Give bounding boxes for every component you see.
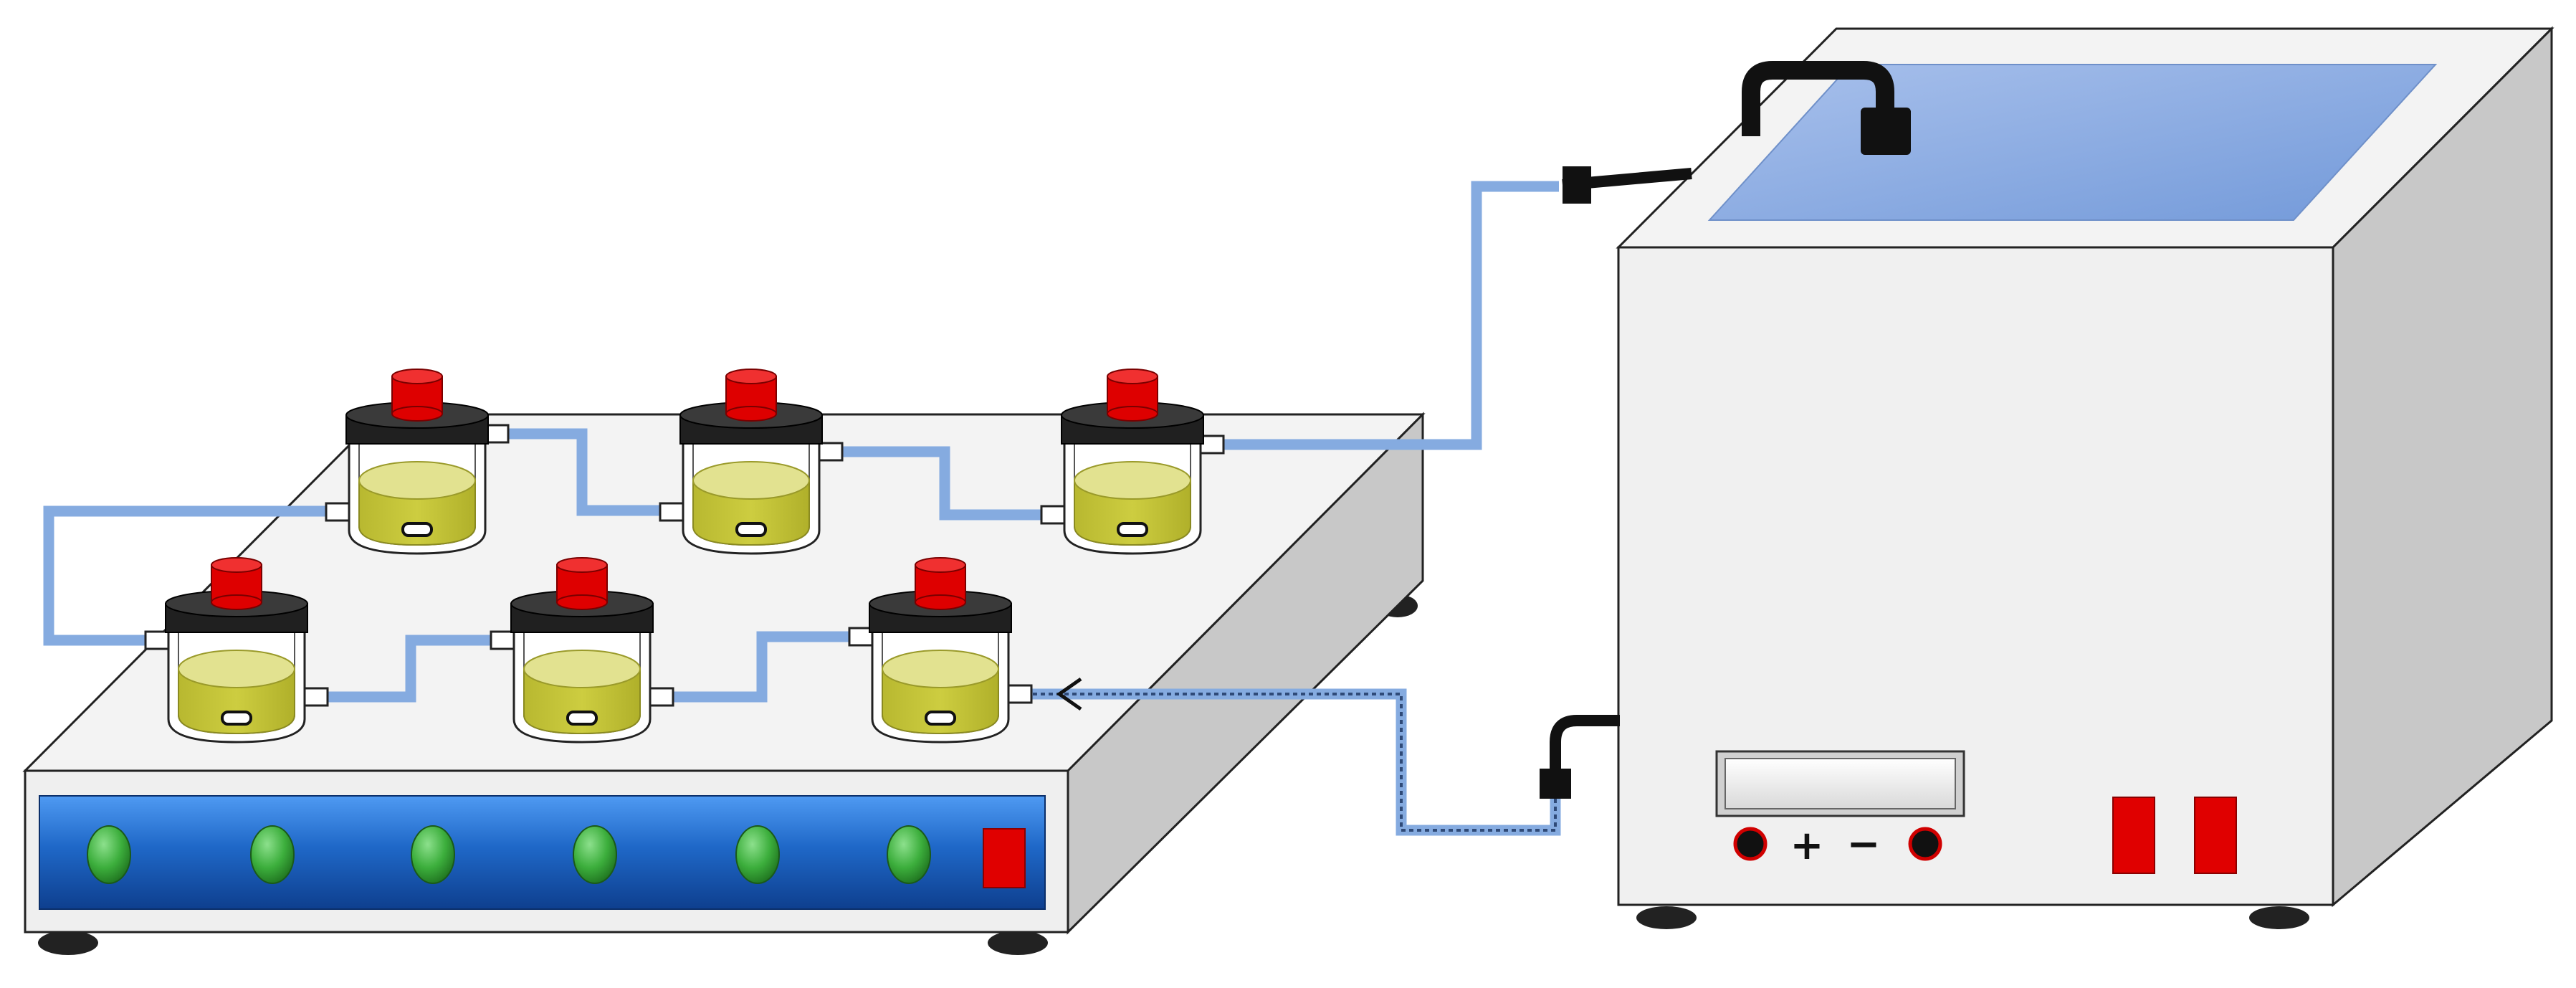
temp-up-button[interactable] bbox=[1908, 827, 1942, 861]
liquid-surface bbox=[692, 461, 810, 500]
vessel-1 bbox=[325, 369, 510, 555]
vessel-port-right bbox=[1006, 684, 1033, 704]
stir-knob-2[interactable] bbox=[250, 825, 295, 884]
liquid-surface bbox=[523, 650, 641, 688]
vessel-port-right bbox=[816, 442, 844, 462]
reaction-vessels bbox=[144, 369, 1225, 744]
vessel-port-right bbox=[647, 687, 674, 707]
flow-arrow-icon bbox=[1056, 677, 1082, 711]
bath-immersion-hook bbox=[1742, 61, 1911, 155]
stirrer-power-switch[interactable] bbox=[983, 828, 1026, 888]
vessel-port-left bbox=[325, 502, 352, 522]
tube-loop-left bbox=[43, 505, 339, 646]
stir-bar bbox=[735, 522, 767, 537]
tube-front-1-2 bbox=[321, 635, 504, 703]
minus-label: − bbox=[1847, 821, 1881, 868]
stir-bar bbox=[401, 522, 433, 537]
tube-back-1-2 bbox=[502, 428, 663, 516]
tube-return-from-bath bbox=[1025, 677, 1561, 836]
vessel-port-left bbox=[490, 630, 517, 650]
liquid-surface bbox=[178, 650, 295, 688]
vessel-2 bbox=[659, 369, 844, 555]
temp-down-button[interactable] bbox=[1733, 827, 1768, 861]
stir-knob-4[interactable] bbox=[573, 825, 617, 884]
vessel-port-right bbox=[302, 687, 329, 707]
vessel-5 bbox=[490, 557, 674, 744]
vessel-port-left bbox=[144, 630, 171, 650]
stir-bar bbox=[925, 711, 956, 726]
plus-label: + bbox=[1790, 822, 1824, 869]
tube-outlet-to-bath bbox=[1218, 181, 1559, 450]
bath-switch-left[interactable] bbox=[2112, 797, 2155, 874]
vessel-port-left bbox=[659, 502, 686, 522]
stirrer-control-panel bbox=[39, 795, 1046, 910]
vessel-4 bbox=[144, 557, 329, 744]
stir-knob-1[interactable] bbox=[87, 825, 131, 884]
stir-bar bbox=[221, 711, 252, 726]
stirrer-knobs bbox=[87, 825, 931, 884]
stir-knob-5[interactable] bbox=[735, 825, 780, 884]
vessel-3 bbox=[1040, 369, 1225, 555]
liquid-surface bbox=[358, 461, 476, 500]
stir-knob-6[interactable] bbox=[887, 825, 931, 884]
stir-knob-3[interactable] bbox=[411, 825, 455, 884]
bath-inlet-fitting bbox=[1540, 715, 1620, 799]
vessel-6 bbox=[848, 557, 1033, 744]
tube-back-2-3 bbox=[837, 446, 1051, 521]
stir-bar bbox=[1117, 522, 1148, 537]
bath-outlet-fitting bbox=[1562, 166, 1692, 204]
liquid-surface bbox=[882, 650, 999, 688]
vessel-port-left bbox=[1040, 505, 1067, 525]
cooling-tubing bbox=[43, 181, 1559, 703]
stir-bar bbox=[566, 711, 598, 726]
tube-front-2-3 bbox=[667, 631, 860, 703]
circulator-bath: + − bbox=[1540, 26, 2554, 929]
liquid-surface bbox=[1074, 461, 1191, 500]
bath-switch-right[interactable] bbox=[2194, 797, 2237, 874]
